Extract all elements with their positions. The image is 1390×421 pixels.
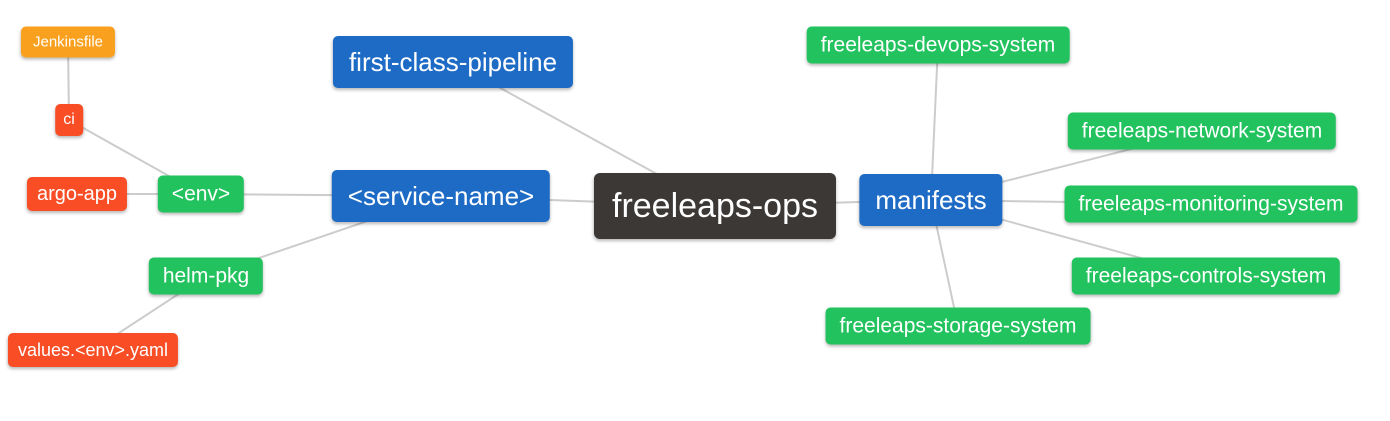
node-env[interactable]: <env> [157, 175, 245, 213]
node-values-env-yaml[interactable]: values.<env>.yaml [7, 333, 179, 367]
node-freeleaps-ops[interactable]: freeleaps-ops [593, 173, 837, 239]
node-helm-pkg[interactable]: helm-pkg [148, 257, 264, 295]
node-freeleaps-network-system[interactable]: freeleaps-network-system [1067, 112, 1337, 150]
node-ci[interactable]: ci [55, 104, 83, 136]
node-manifests[interactable]: manifests [859, 174, 1003, 226]
node-freeleaps-devops-system[interactable]: freeleaps-devops-system [806, 26, 1070, 64]
node-freeleaps-controls-system[interactable]: freeleaps-controls-system [1071, 257, 1341, 295]
node-freeleaps-monitoring-system[interactable]: freeleaps-monitoring-system [1064, 185, 1358, 223]
node-service-name[interactable]: <service-name> [331, 170, 551, 222]
node-argo-app[interactable]: argo-app [26, 177, 128, 211]
node-jenkinsfile[interactable]: Jenkinsfile [20, 26, 116, 58]
node-freeleaps-storage-system[interactable]: freeleaps-storage-system [825, 307, 1091, 345]
node-first-class-pipeline[interactable]: first-class-pipeline [332, 36, 574, 88]
